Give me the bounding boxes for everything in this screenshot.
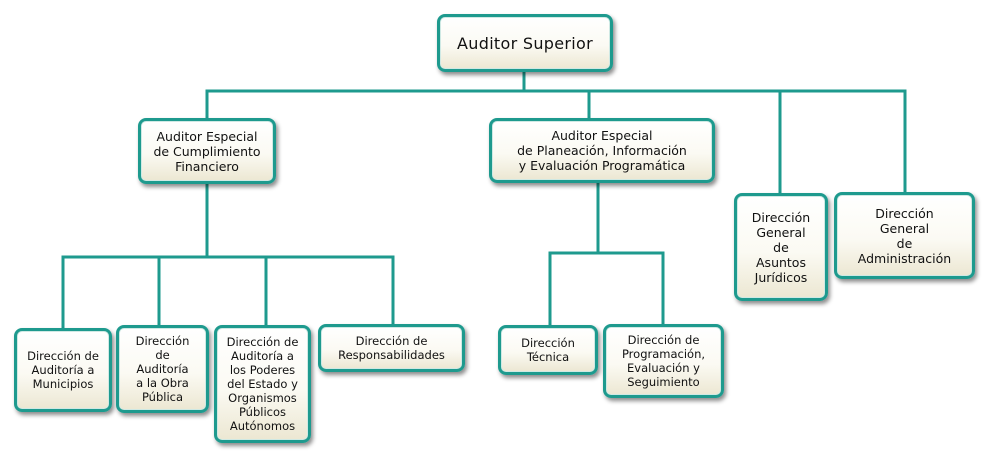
node-label: Dirección de Auditoría a los Poderes del… bbox=[226, 335, 299, 433]
node-label: Dirección General de Administración bbox=[857, 205, 952, 266]
node-label: Auditor Especial de Cumplimiento Financi… bbox=[153, 128, 261, 174]
node-direccion-auditoria-obra-publica: Dirección de Auditoría a la Obra Pública bbox=[116, 325, 209, 413]
node-label: Dirección de Responsabilidades bbox=[338, 334, 445, 362]
node-label: Dirección de Auditoría a la Obra Pública bbox=[135, 334, 190, 404]
node-direccion-responsabilidades: Dirección de Responsabilidades bbox=[318, 324, 465, 372]
node-auditor-superior: Auditor Superior bbox=[437, 14, 613, 72]
node-label: Auditor Superior bbox=[457, 33, 593, 53]
node-direccion-tecnica: Dirección Técnica bbox=[498, 325, 598, 375]
node-direccion-auditoria-poderes: Dirección de Auditoría a los Poderes del… bbox=[214, 325, 311, 443]
node-label: Dirección de Programación, Evaluación y … bbox=[621, 333, 706, 389]
node-auditor-cumplimiento-financiero: Auditor Especial de Cumplimiento Financi… bbox=[138, 118, 276, 184]
node-direccion-general-asuntos-juridicos: Dirección General de Asuntos Jurídicos bbox=[734, 193, 828, 301]
node-label: Dirección General de Asuntos Jurídicos bbox=[751, 209, 811, 285]
node-label: Dirección de Auditoría a Municipios bbox=[27, 349, 99, 391]
node-direccion-general-administracion: Dirección General de Administración bbox=[834, 192, 975, 279]
node-direccion-programacion: Dirección de Programación, Evaluación y … bbox=[603, 324, 724, 398]
node-auditor-planeacion: Auditor Especial de Planeación, Informac… bbox=[489, 118, 715, 183]
node-direccion-auditoria-municipios: Dirección de Auditoría a Municipios bbox=[14, 328, 112, 412]
node-label: Auditor Especial de Planeación, Informac… bbox=[517, 128, 687, 173]
node-label: Dirección Técnica bbox=[521, 336, 575, 364]
